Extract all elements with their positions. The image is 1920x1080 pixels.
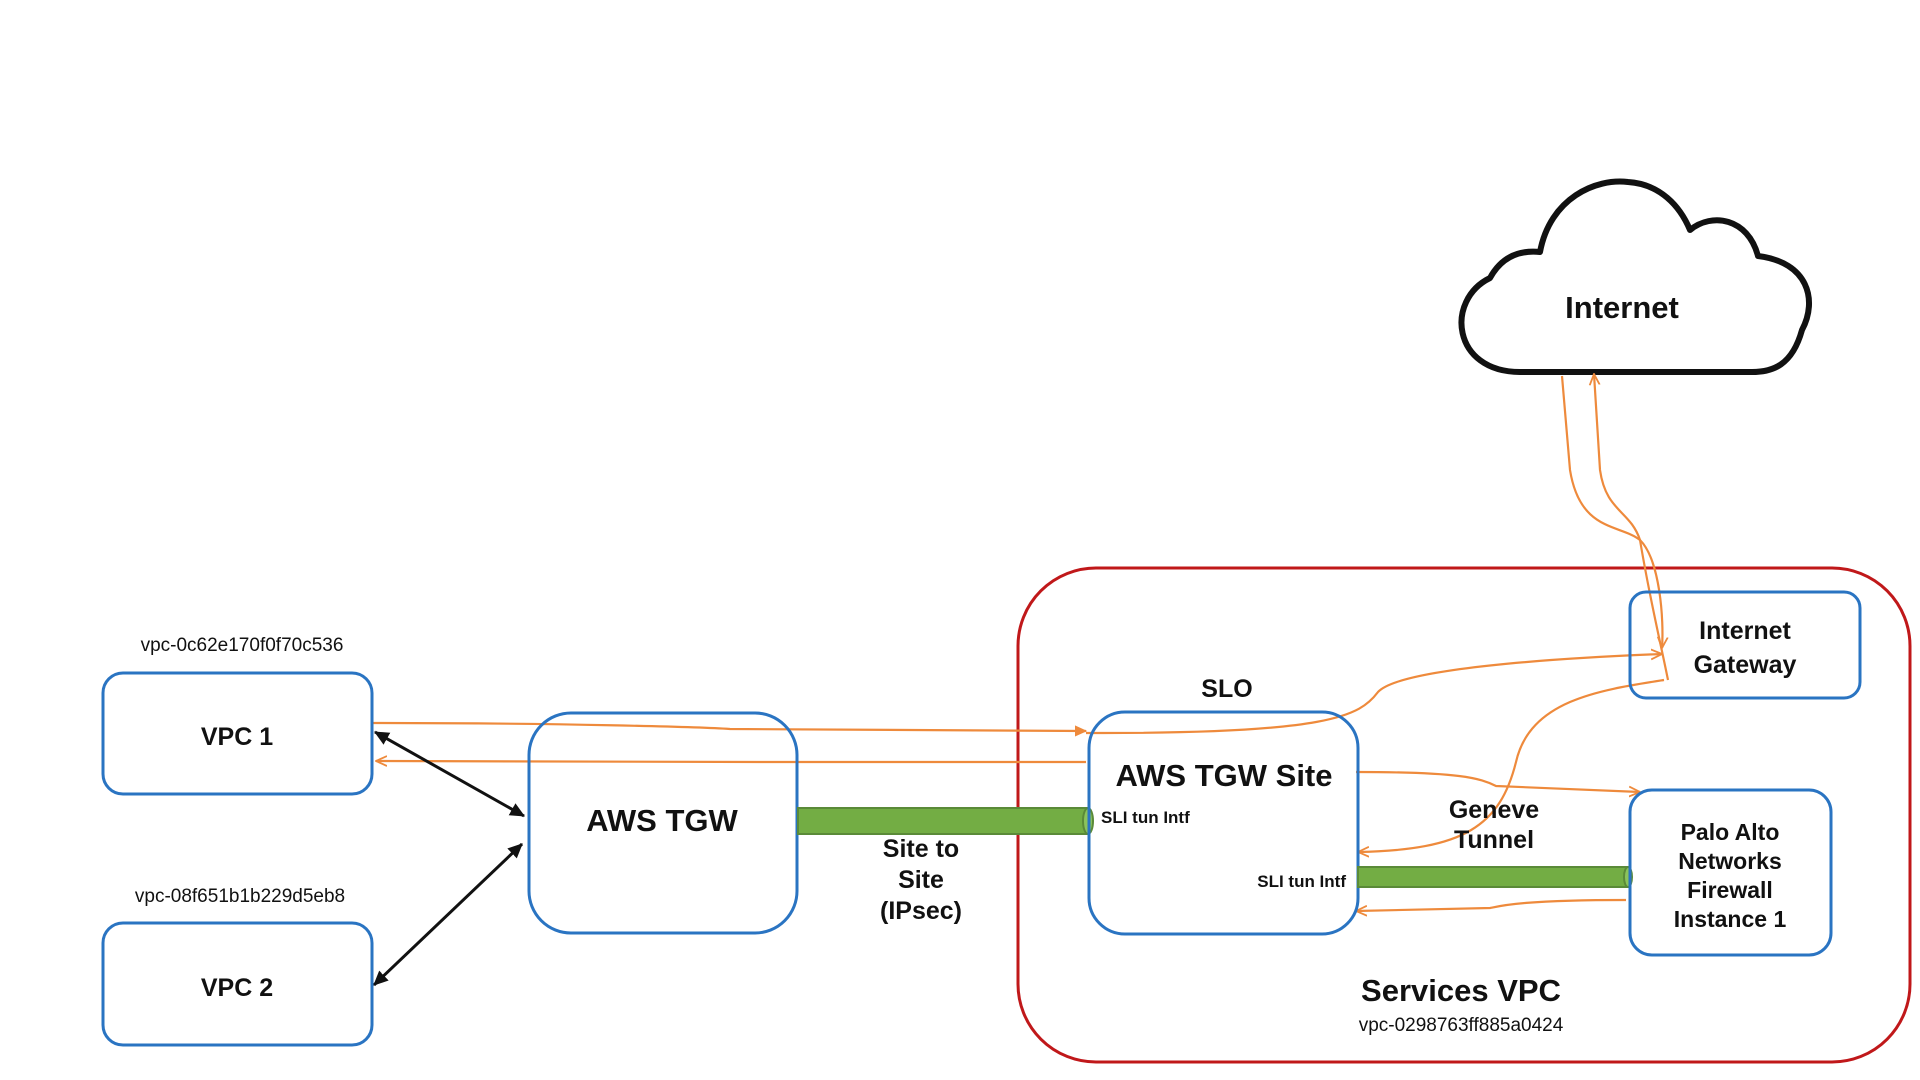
aws-tgw-box[interactable]: AWS TGW: [527, 711, 799, 935]
flow-tgw-site-to-vpc1: [376, 761, 1086, 762]
attachment-vpc2-tgw: [372, 842, 524, 987]
flow-tgw-site-to-firewall: [1355, 770, 1640, 792]
vpc2-id: vpc-08f651b1b229d5eb8: [135, 886, 345, 907]
internet-label: Internet: [1565, 290, 1679, 325]
site-to-site-line1: Site to: [883, 835, 959, 863]
igw-line1: Internet: [1699, 617, 1791, 645]
vpc-attachments: [372, 730, 525, 987]
vpc2-label: VPC 2: [201, 974, 273, 1002]
flow-firewall-to-tgw-site: [1356, 898, 1627, 911]
vpc1-label: VPC 1: [201, 723, 273, 751]
slo-label: SLO: [1201, 675, 1252, 703]
sli-tun-intf-right: SLI tun Intf: [1257, 872, 1346, 891]
internet-cloud[interactable]: Internet: [1458, 178, 1812, 375]
flow-igw-to-tgw-site-sli: [1358, 678, 1665, 852]
vpc1-box[interactable]: VPC 1: [101, 671, 374, 796]
flow-tgw-site-to-igw: [1085, 654, 1662, 735]
firewall-box[interactable]: Palo Alto Networks Firewall Instance 1: [1628, 788, 1833, 957]
site-to-site-line3: (IPsec): [880, 897, 962, 925]
flow-internet-to-igw: [1560, 375, 1662, 648]
geneve-tunnel-label: Geneve Tunnel: [1449, 796, 1539, 854]
aws-tgw-site-label: AWS TGW Site: [1116, 758, 1333, 793]
aws-tgw-label: AWS TGW: [586, 803, 738, 838]
sli-tun-intf-left: SLI tun Intf: [1101, 808, 1190, 827]
geneve-line2: Tunnel: [1454, 826, 1534, 854]
cloud-icon: [1458, 178, 1812, 375]
site-to-site-line2: Site: [898, 866, 944, 894]
flow-vpc1-to-tgw-site: [370, 721, 1086, 731]
site-to-site-label: Site to Site (IPsec): [880, 835, 962, 925]
ipsec-tunnel: [797, 807, 1094, 835]
vpc2-box[interactable]: VPC 2: [101, 921, 374, 1047]
geneve-line1: Geneve: [1449, 796, 1539, 824]
geneve-tunnel: [1357, 866, 1633, 888]
igw-line2: Gateway: [1694, 651, 1797, 679]
internet-gateway-box[interactable]: Internet Gateway: [1628, 590, 1862, 700]
services-vpc-label: Services VPC: [1361, 973, 1561, 1008]
aws-tgw-site-box[interactable]: AWS TGW Site SLI tun Intf SLI tun Intf: [1087, 710, 1360, 936]
firewall-line2: Networks: [1678, 848, 1782, 874]
services-vpc-id: vpc-0298763ff885a0424: [1359, 1015, 1564, 1036]
firewall-line4: Instance 1: [1674, 906, 1787, 932]
firewall-line1: Palo Alto: [1681, 819, 1780, 845]
attachment-vpc1-tgw: [374, 730, 525, 818]
firewall-line3: Firewall: [1687, 877, 1773, 903]
vpc1-id: vpc-0c62e170f0f70c536: [141, 635, 344, 656]
